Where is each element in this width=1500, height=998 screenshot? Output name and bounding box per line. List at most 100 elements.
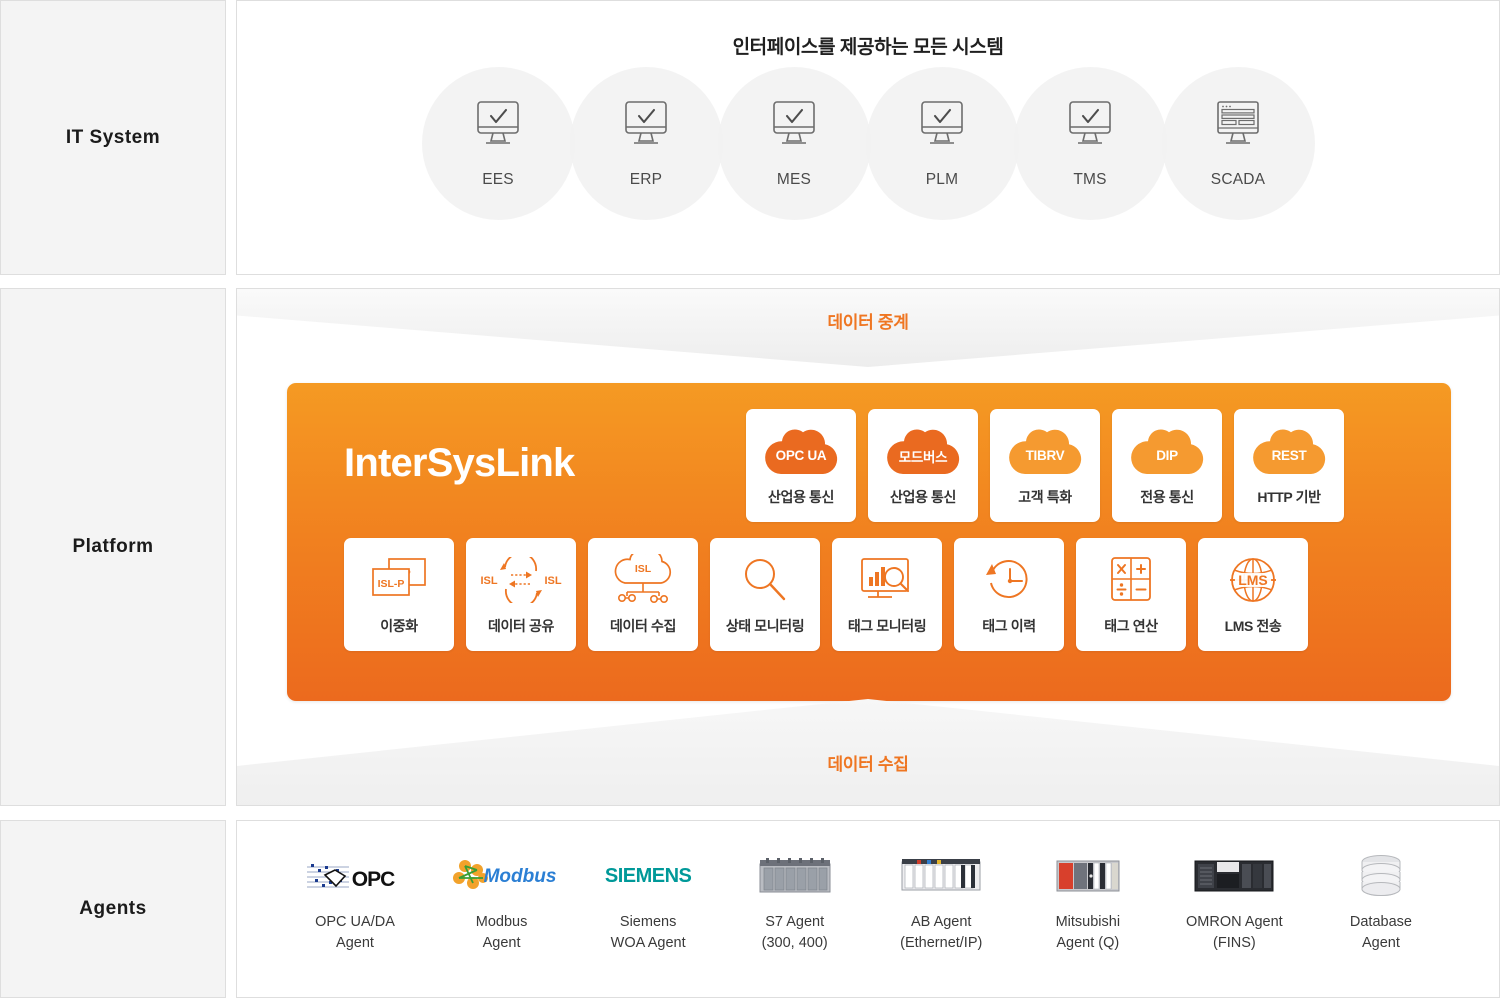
protocol-card-tibrv[interactable]: TIBRV 고객 특화 <box>990 409 1100 522</box>
protocol-card-opc-ua[interactable]: OPC UA 산업용 통신 <box>746 409 856 522</box>
protocol-card-label: 전용 통신 <box>1140 489 1194 505</box>
feature-card-label: 데이터 수집 <box>610 618 676 634</box>
it-system-node-scada[interactable]: SCADA <box>1161 67 1315 220</box>
svg-text:ISL: ISL <box>544 575 561 587</box>
globe-lms-icon: LMS <box>1225 553 1281 607</box>
feature-card-label: 상태 모니터링 <box>725 618 805 634</box>
it-system-node-ees[interactable]: EES <box>421 67 575 220</box>
feature-card-tag-monitoring[interactable]: 태그 모니터링 <box>832 538 942 651</box>
isl-cloud-collect-icon: ISL <box>608 553 678 607</box>
agent-s7[interactable]: S7 Agent(300, 400) <box>725 853 865 954</box>
agent-label: AB Agent(Ethernet/IP) <box>900 914 983 952</box>
it-system-node-mes[interactable]: MES <box>717 67 871 220</box>
svg-text:LMS: LMS <box>1238 572 1268 588</box>
row-label-it-system-text: IT System <box>65 126 161 148</box>
agent-label: OMRON Agent(FINS) <box>1186 914 1283 952</box>
protocol-tag: TIBRV <box>1025 448 1065 463</box>
protocol-card-modbus[interactable]: 모드버스 산업용 통신 <box>868 409 978 522</box>
protocol-tag: DIP <box>1156 448 1178 463</box>
feature-card-label: 태그 이력 <box>982 618 1036 634</box>
it-system-node-tms[interactable]: TMS <box>1013 67 1167 220</box>
feature-card-label: 태그 연산 <box>1104 618 1158 634</box>
agent-ab-ethernet-ip[interactable]: AB Agent(Ethernet/IP) <box>871 853 1011 954</box>
it-system-title: 인터페이스를 제공하는 모든 시스템 <box>732 37 1004 58</box>
svg-text:Modbus: Modbus <box>483 866 556 887</box>
row-label-platform-text: Platform <box>72 536 154 557</box>
data-relay-arrow-label: 데이터 중계 <box>827 313 909 332</box>
protocol-card-group: OPC UA 산업용 통신 모드버스 산업용 통신 <box>746 409 1344 522</box>
svg-text:OPC: OPC <box>352 868 395 891</box>
feature-card-status-monitoring[interactable]: 상태 모니터링 <box>710 538 820 651</box>
feature-card-data-collection[interactable]: ISL 데이터 수집 <box>588 538 698 651</box>
plc-white-logo-icon <box>899 853 983 899</box>
svg-text:ISL: ISL <box>480 575 497 587</box>
feature-card-tag-history[interactable]: 태그 이력 <box>954 538 1064 651</box>
agent-label: S7 Agent(300, 400) <box>761 914 828 952</box>
monitor-check-icon <box>1062 100 1118 157</box>
database-logo-icon <box>1352 853 1410 899</box>
cloud-icon: DIP <box>1125 424 1209 478</box>
feature-card-group: P ISL-P 이중화 ISL ISL <box>344 538 1308 651</box>
cloud-icon: REST <box>1247 424 1331 478</box>
it-system-panel: 인터페이스를 제공하는 모든 시스템 EES <box>236 0 1500 275</box>
monitor-check-icon <box>618 100 674 157</box>
it-system-node-plm[interactable]: PLM <box>865 67 1019 220</box>
it-system-node-label: ERP <box>629 171 663 188</box>
it-system-node-label: PLM <box>925 171 959 188</box>
cloud-icon: 모드버스 <box>881 424 965 478</box>
siemens-logo-icon: SIEMENS <box>604 864 692 887</box>
feature-card-lms-send[interactable]: LMS LMS 전송 <box>1198 538 1308 651</box>
platform-panel: 데이터 중계 InterSysLink OPC UA 산업용 통신 <box>236 288 1500 806</box>
product-title: InterSysLink <box>344 441 575 485</box>
feature-card-tag-calculation[interactable]: 태그 연산 <box>1076 538 1186 651</box>
protocol-card-label: 고객 특화 <box>1018 489 1072 505</box>
monitor-dashboard-icon <box>1210 100 1266 157</box>
it-system-node-label: MES <box>776 171 812 188</box>
clock-history-icon <box>983 553 1035 607</box>
it-system-circle-group: EES ERP <box>237 67 1499 237</box>
agent-omron-fins[interactable]: OMRON Agent(FINS) <box>1164 853 1304 954</box>
data-collection-arrow-label: 데이터 수집 <box>827 755 909 774</box>
monitor-check-icon <box>914 100 970 157</box>
magnifier-icon <box>739 553 791 607</box>
row-label-agents: Agents <box>0 820 226 998</box>
feature-card-label: 태그 모니터링 <box>847 618 927 634</box>
monitor-check-icon <box>470 100 526 157</box>
isl-exchange-icon: ISL ISL <box>480 553 562 607</box>
feature-card-data-sharing[interactable]: ISL ISL 데이터 공유 <box>466 538 576 651</box>
row-label-agents-text: Agents <box>79 898 147 919</box>
protocol-card-label: 산업용 통신 <box>890 489 956 505</box>
protocol-card-dip[interactable]: DIP 전용 통신 <box>1112 409 1222 522</box>
protocol-card-rest[interactable]: REST HTTP 기반 <box>1234 409 1344 522</box>
it-system-node-label: TMS <box>1073 171 1107 188</box>
intersyslink-box: InterSysLink OPC UA 산업용 통신 <box>287 383 1451 701</box>
row-label-it-system: IT System <box>0 0 226 275</box>
feature-card-redundancy[interactable]: P ISL-P 이중화 <box>344 538 454 651</box>
svg-text:ISL: ISL <box>635 563 652 575</box>
calculator-icon <box>1105 553 1157 607</box>
protocol-tag: REST <box>1271 448 1307 463</box>
plc-red-logo-icon <box>1053 853 1123 899</box>
svg-text:ISL-P: ISL-P <box>378 578 405 590</box>
feature-card-label: LMS 전송 <box>1224 618 1282 634</box>
row-label-platform: Platform <box>0 288 226 806</box>
protocol-tag: OPC UA <box>775 448 827 463</box>
feature-card-label: 이중화 <box>380 618 418 634</box>
isl-p-duplex-icon: P ISL-P <box>363 553 435 607</box>
it-system-node-label: EES <box>482 171 514 188</box>
protocol-tag: 모드버스 <box>898 449 948 465</box>
chart-monitor-search-icon <box>858 553 916 607</box>
it-system-node-erp[interactable]: ERP <box>569 67 723 220</box>
